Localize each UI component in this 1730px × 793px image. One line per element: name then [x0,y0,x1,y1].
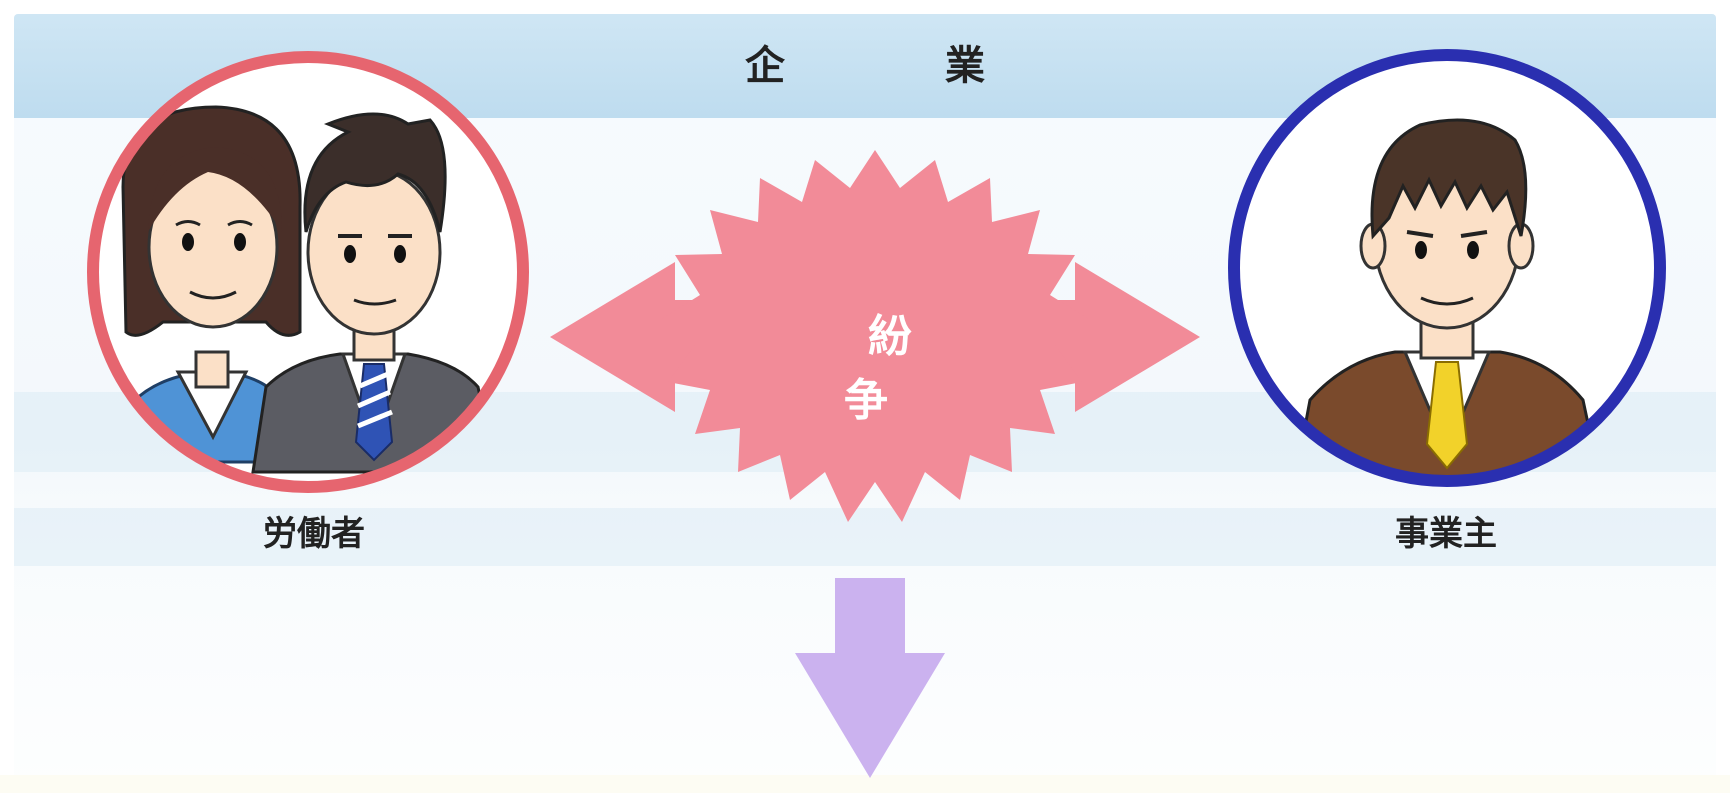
businessman-figure [1293,118,1602,481]
workers-label: 労働者 [263,514,365,554]
dispute-label: 紛 争 [844,311,1052,426]
employer-illustration [1228,49,1666,487]
right-arrowhead [1075,262,1200,412]
dispute-burst [550,150,1200,522]
burst-shape [660,150,1090,522]
workers-illustration [87,51,529,493]
left-arrowhead [550,262,675,412]
background-band [14,508,1716,566]
down-arrow [795,578,945,778]
bottom-strip [0,775,1730,793]
down-arrow-shape [795,578,945,778]
employer-ring [1228,49,1666,487]
company-title: 企 業 [745,43,1045,89]
woman-figure [116,105,302,464]
employer-label: 事業主 [1395,514,1497,554]
workers-ring [87,51,529,493]
